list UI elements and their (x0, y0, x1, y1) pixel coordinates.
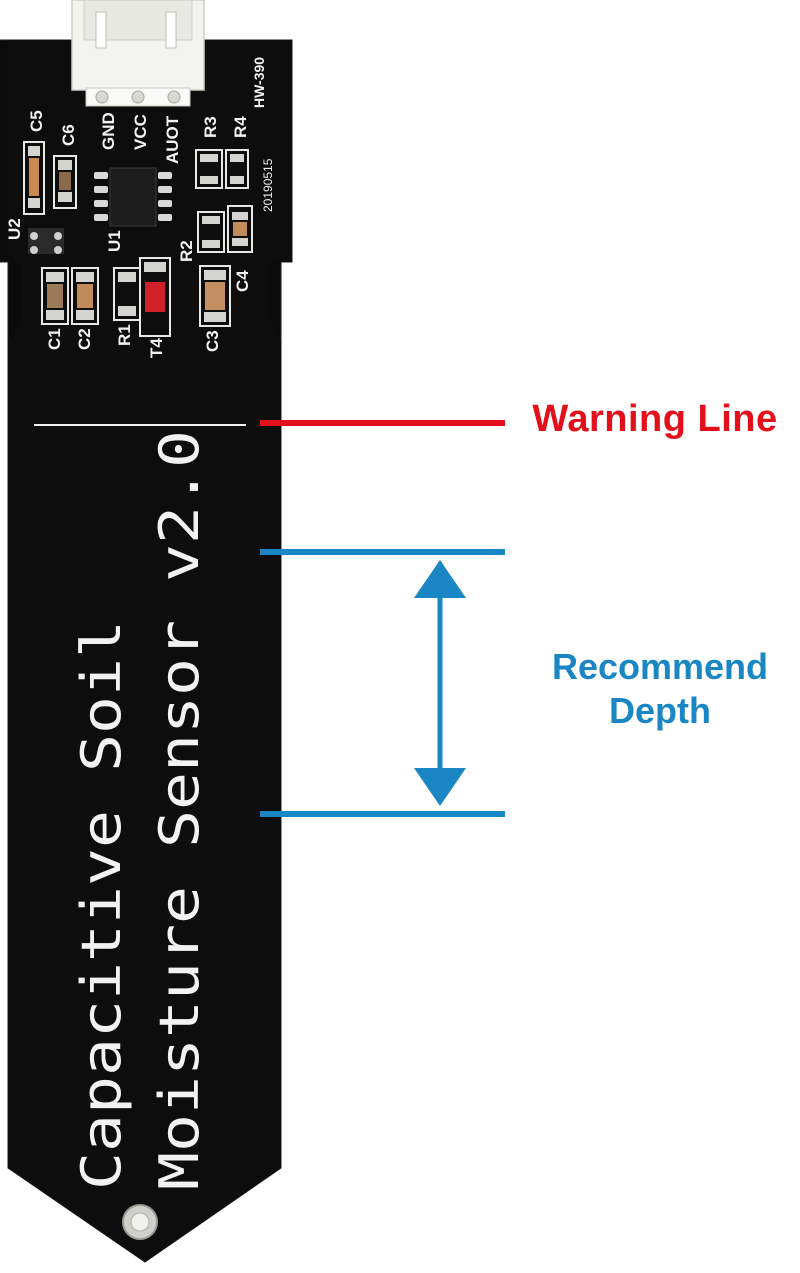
board-title-line1: Capacitive Soil (70, 620, 133, 1190)
silkscreen-labels: C5 C6 U2 U1 R3 R4 R2 C4 C1 C2 R1 T4 C3 G… (5, 57, 275, 358)
recommend-depth-label-line1: Recommend (551, 646, 769, 687)
label-r3: R3 (201, 116, 220, 138)
label-c1: C1 (45, 328, 64, 350)
label-u1: U1 (105, 230, 124, 252)
label-r2: R2 (177, 240, 196, 262)
recommend-depth-label: Recommend Depth (500, 645, 800, 733)
board-title-line2: Moisture Sensor v2.0 (148, 430, 211, 1190)
board-title: Capacitive Soil Moisture Sensor v2.0 (70, 430, 211, 1190)
label-model: HW-390 (251, 57, 267, 108)
label-r1: R1 (115, 324, 134, 346)
mounting-hole (122, 1204, 158, 1240)
depth-arrow-up-head (414, 560, 466, 598)
label-c2: C2 (75, 328, 94, 350)
recommend-depth-indicator (260, 549, 505, 817)
depth-arrow-down-head (414, 768, 466, 806)
label-date-code: 20190515 (261, 158, 275, 212)
smd-components (23, 141, 253, 337)
label-pin-auot: AUOT (163, 115, 182, 164)
label-u2: U2 (5, 218, 24, 240)
label-c6: C6 (59, 124, 78, 146)
recommend-depth-label-line2: Depth (609, 690, 711, 731)
label-c3: C3 (203, 330, 222, 352)
warning-line-label: Warning Line (532, 398, 778, 440)
label-r4: R4 (231, 116, 250, 138)
jst-connector (71, 0, 205, 107)
u1-chip (94, 167, 172, 227)
label-pin-gnd: GND (99, 112, 118, 150)
label-c4: C4 (233, 270, 252, 292)
pcb-board-upper (8, 40, 292, 1262)
label-pin-vcc: VCC (131, 114, 150, 150)
label-c5: C5 (27, 110, 46, 132)
label-t4: T4 (147, 338, 166, 358)
